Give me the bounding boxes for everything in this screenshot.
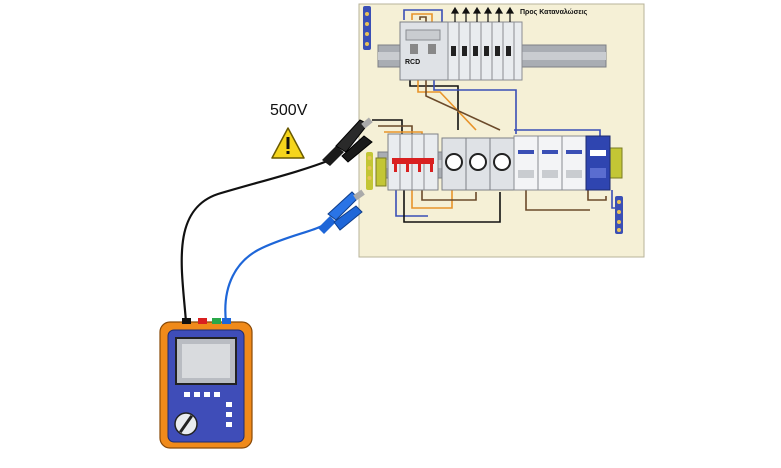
rcd-label: RCD <box>405 59 421 66</box>
black-crocodile-clip <box>322 117 373 166</box>
blue-test-lead <box>224 225 323 323</box>
rcd-device <box>399 21 449 81</box>
neutral-busbar-right <box>615 196 623 234</box>
panel-wiring <box>372 9 620 223</box>
warning-triangle-icon <box>271 127 305 159</box>
main-isolator-switch <box>387 133 439 191</box>
load-direction-label: Προς Καταναλώσεις <box>520 9 588 16</box>
black-test-lead <box>180 158 331 323</box>
blue-crocodile-clip <box>318 189 365 234</box>
insulation-tester-meter <box>159 318 253 449</box>
earth-busbar-left <box>366 152 387 190</box>
load-output-arrows <box>450 6 515 22</box>
surge-protectors <box>513 135 611 191</box>
mcb-row-top <box>447 21 523 81</box>
neutral-busbar-top <box>363 6 371 50</box>
earth-busbar-right <box>609 147 623 179</box>
test-voltage-label: 500V <box>270 102 308 119</box>
fuse-holders <box>441 137 515 191</box>
